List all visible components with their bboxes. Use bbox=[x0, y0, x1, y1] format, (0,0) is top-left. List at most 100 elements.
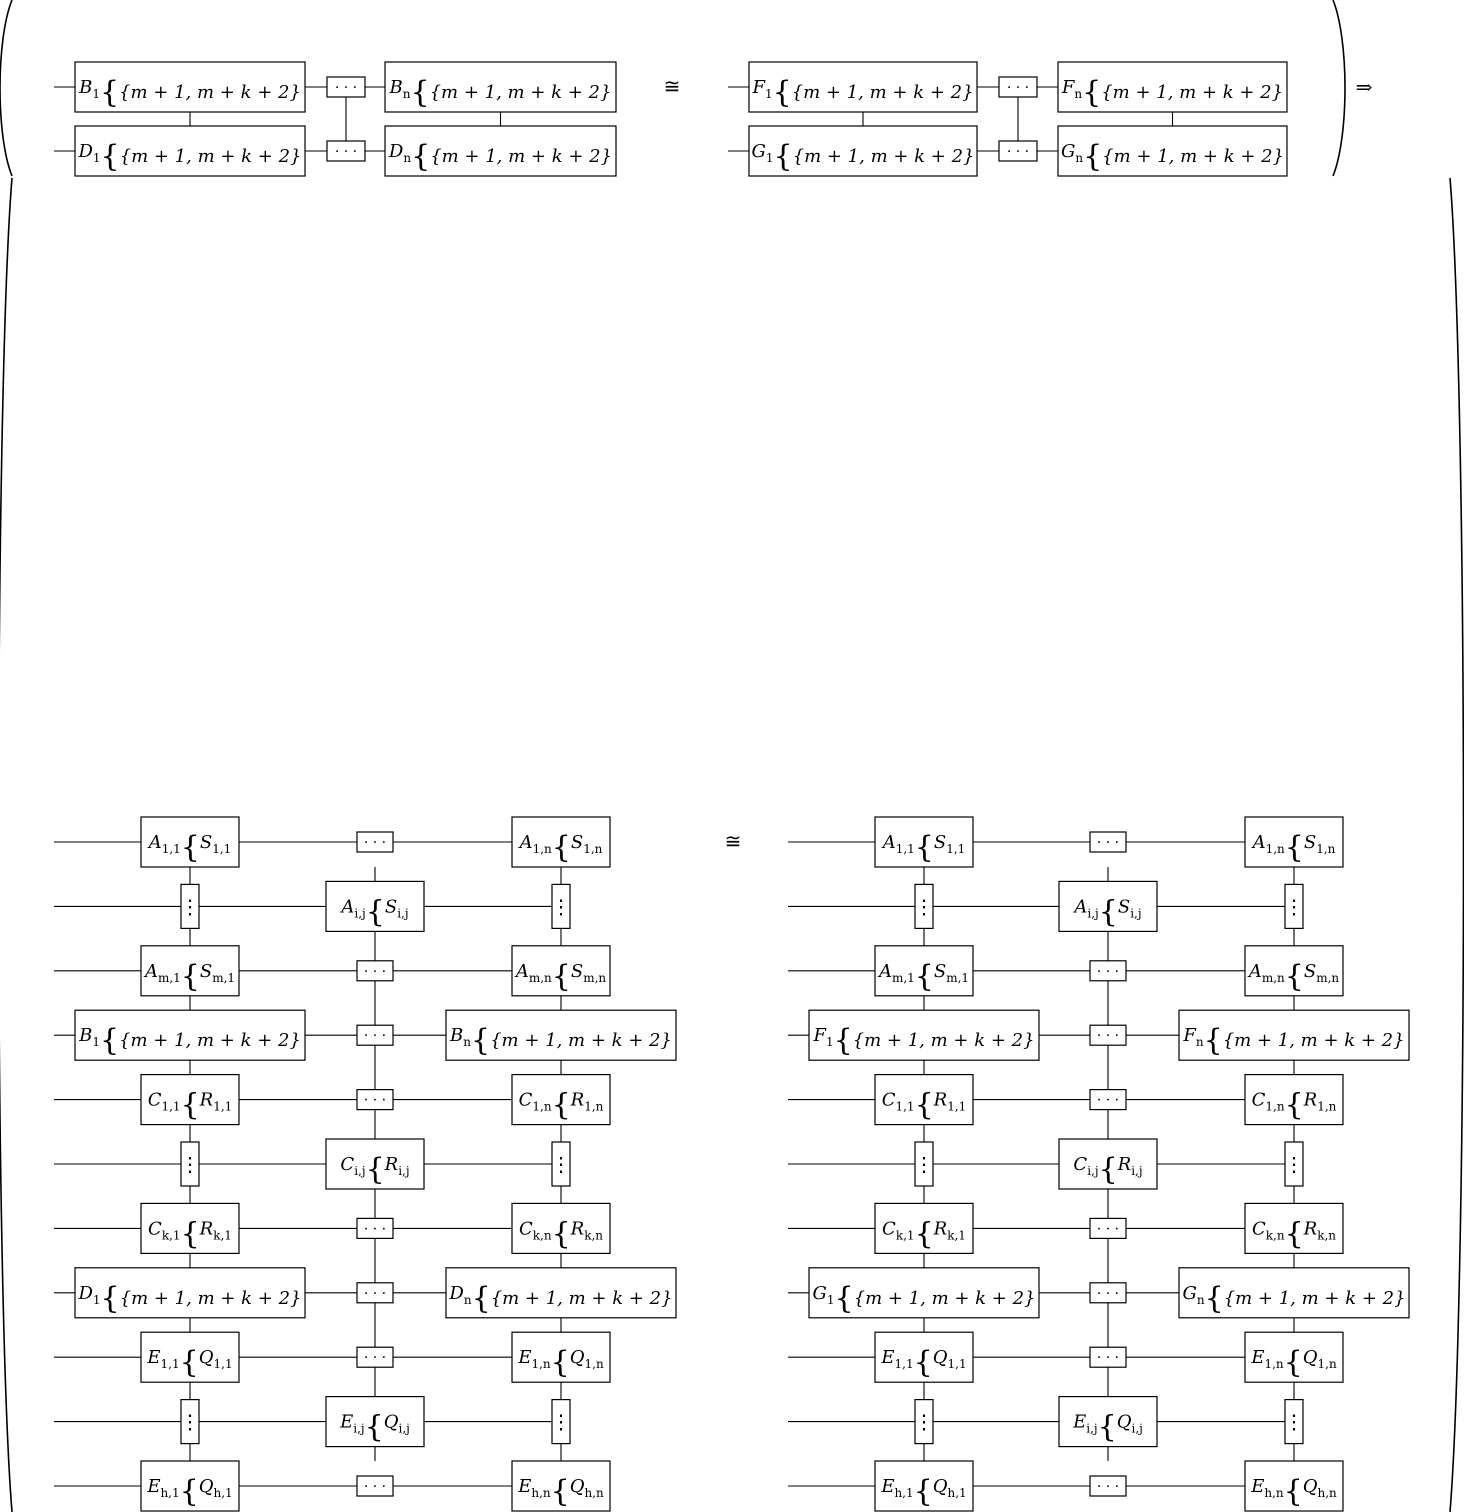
tensor-label-Ei,j: Ei,j{Qi,j bbox=[339, 1410, 410, 1445]
hdots-label: · · · bbox=[335, 80, 357, 96]
tensor-box-F1 bbox=[808, 1009, 1040, 1061]
tensor-box-Fn bbox=[1057, 61, 1288, 113]
hdots-label: · · · bbox=[364, 835, 386, 851]
tensor-box-Gn bbox=[1057, 125, 1288, 177]
tensor-box-Ck,n bbox=[511, 1202, 611, 1255]
tensor-box-C1,1 bbox=[874, 1073, 974, 1126]
hdots-label: · · · bbox=[1097, 1350, 1119, 1366]
tensor-box-Gn bbox=[1178, 1267, 1410, 1319]
tensor-label-B1: B1{{m + 1, m + k + 2} bbox=[78, 1023, 301, 1058]
vdots-box bbox=[180, 883, 200, 930]
tensor-label-A1,n: A1,n{S1,n bbox=[1251, 830, 1336, 865]
tensor-label-C1,1: C1,1{R1,1 bbox=[148, 1088, 233, 1123]
vdots-label: ⋮ bbox=[180, 1152, 200, 1176]
tensor-box-D1 bbox=[74, 125, 306, 177]
tensor-label-Dn: Dn{{m + 1, m + k + 2} bbox=[448, 1281, 672, 1316]
top-isomorphism-symbol: ≅ bbox=[664, 74, 681, 98]
tensor-box-G1 bbox=[808, 1267, 1040, 1319]
tensor-label-E1,1: E1,1{Q1,1 bbox=[880, 1345, 966, 1380]
tensor-label-A1,n: A1,n{S1,n bbox=[518, 830, 603, 865]
hdots-box bbox=[1089, 1088, 1127, 1111]
tensor-box-A1,n bbox=[1244, 816, 1344, 868]
hdots-box bbox=[1089, 960, 1127, 982]
hdots-label: · · · bbox=[1097, 964, 1119, 980]
hdots-box bbox=[1089, 1475, 1127, 1497]
tensor-box-Ei,j bbox=[325, 1395, 425, 1448]
vdots-box bbox=[551, 1398, 571, 1445]
bottom-isomorphism-symbol: ≅ bbox=[725, 829, 742, 853]
vdots-label: ⋮ bbox=[1284, 1152, 1304, 1176]
hdots-box bbox=[356, 1024, 394, 1046]
tensor-label-F1: F1{{m + 1, m + k + 2} bbox=[812, 1023, 1034, 1058]
tensor-box-Fn bbox=[1178, 1009, 1410, 1061]
tensor-box-C1,1 bbox=[140, 1073, 240, 1126]
tensor-label-Gn: Gn{{m + 1, m + k + 2} bbox=[1182, 1281, 1405, 1316]
vdots-label: ⋮ bbox=[180, 1410, 200, 1434]
text-layer: ≅⇒≅B1{{m + 1, m + k + 2}· · ·Bn{{m + 1, … bbox=[77, 74, 1405, 1509]
hdots-box bbox=[356, 1346, 394, 1368]
hdots-label: · · · bbox=[1097, 835, 1119, 851]
tensor-label-Am,1: Am,1{Sm,1 bbox=[143, 959, 235, 994]
tensor-box-Am,n bbox=[511, 945, 611, 997]
hdots-box bbox=[356, 1282, 394, 1304]
tensor-box-E1,1 bbox=[140, 1331, 240, 1383]
tensor-box-C1,n bbox=[511, 1073, 611, 1126]
hdots-box bbox=[1089, 1282, 1127, 1304]
tensor-label-E1,n: E1,n{Q1,n bbox=[517, 1345, 604, 1380]
hdots-label: · · · bbox=[364, 1221, 386, 1237]
tensor-box-Ai,j bbox=[1058, 880, 1158, 933]
tensor-box-A1,n bbox=[511, 816, 611, 868]
tensor-box-Am,1 bbox=[874, 945, 974, 997]
vdots-box bbox=[551, 883, 571, 930]
tensor-label-Ci,j: Ci,j{Ri,j bbox=[1073, 1152, 1142, 1187]
hdots-label: · · · bbox=[364, 1028, 386, 1044]
hdots-label: · · · bbox=[1007, 144, 1029, 160]
top-right-parenthesis bbox=[1332, 0, 1346, 177]
tensor-label-Am,n: Am,n{Sm,n bbox=[514, 959, 607, 994]
tensor-label-Eh,1: Eh,1{Qh,1 bbox=[880, 1474, 966, 1509]
hdots-label: · · · bbox=[1097, 1286, 1119, 1302]
tensor-box-A1,1 bbox=[874, 816, 974, 868]
tensor-label-G1: G1{{m + 1, m + k + 2} bbox=[813, 1281, 1036, 1316]
tensor-box-Am,n bbox=[1244, 945, 1344, 997]
tensor-box-Ck,n bbox=[1244, 1202, 1344, 1255]
tensor-label-Ai,j: Ai,j{Si,j bbox=[1072, 894, 1141, 929]
vdots-label: ⋮ bbox=[180, 894, 200, 918]
tensor-label-D1: D1{{m + 1, m + k + 2} bbox=[77, 1281, 301, 1316]
hdots-label: · · · bbox=[335, 144, 357, 160]
bottom-right-parenthesis bbox=[1449, 177, 1464, 1512]
vdots-label: ⋮ bbox=[914, 1152, 934, 1176]
tensor-box-Eh,1 bbox=[140, 1460, 240, 1512]
vdots-box bbox=[1284, 1398, 1304, 1445]
tensor-box-Eh,n bbox=[1244, 1460, 1344, 1512]
tensor-box-Ck,1 bbox=[140, 1202, 240, 1255]
hdots-label: · · · bbox=[1097, 1221, 1119, 1237]
hdots-label: · · · bbox=[1097, 1479, 1119, 1495]
tensor-box-G1 bbox=[748, 125, 978, 177]
hdots-box bbox=[1089, 1346, 1127, 1368]
tensor-box-A1,1 bbox=[140, 816, 240, 868]
tensor-label-Ck,1: Ck,1{Rk,1 bbox=[882, 1216, 966, 1251]
tensor-label-Bn: Bn{{m + 1, m + k + 2} bbox=[449, 1023, 672, 1058]
hdots-box bbox=[1089, 831, 1127, 853]
tensor-box-Bn bbox=[384, 61, 617, 113]
box-layer bbox=[74, 61, 1410, 1512]
hdots-label: · · · bbox=[364, 1350, 386, 1366]
vdots-label: ⋮ bbox=[551, 894, 571, 918]
tensor-label-Bn: Bn{{m + 1, m + k + 2} bbox=[389, 75, 612, 110]
tensor-box-Bn bbox=[445, 1009, 677, 1061]
hdots-box bbox=[356, 831, 394, 853]
tensor-label-Ai,j: Ai,j{Si,j bbox=[339, 894, 408, 929]
hdots-box bbox=[326, 140, 366, 162]
bottom-left-parenthesis bbox=[0, 177, 13, 1512]
tensor-box-Ci,j bbox=[325, 1138, 425, 1190]
hdots-box bbox=[356, 1475, 394, 1497]
tensor-box-E1,n bbox=[1244, 1331, 1344, 1383]
tensor-label-Ci,j: Ci,j{Ri,j bbox=[340, 1152, 409, 1187]
hdots-label: · · · bbox=[1097, 1028, 1119, 1044]
tensor-box-Eh,1 bbox=[874, 1460, 974, 1512]
tensor-box-Ai,j bbox=[325, 880, 425, 933]
vdots-label: ⋮ bbox=[1284, 894, 1304, 918]
